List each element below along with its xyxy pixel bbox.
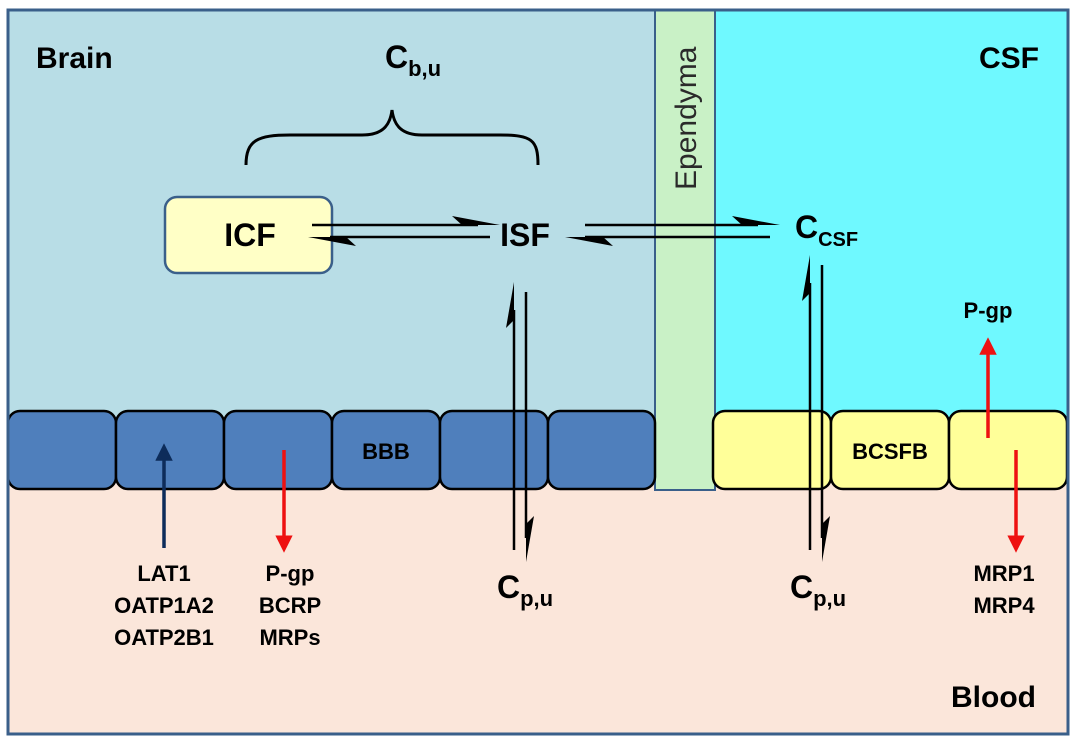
icf-label: ICF bbox=[224, 217, 276, 253]
csf-region bbox=[714, 10, 1068, 450]
bbb-label: BBB bbox=[362, 439, 410, 464]
c-pu-right-label: Cp,u bbox=[790, 569, 846, 611]
influx-transporter-list: LAT1 OATP1A2 OATP2B1 bbox=[114, 561, 214, 650]
curly-brace bbox=[244, 109, 540, 166]
transporter-label: LAT1 bbox=[137, 561, 190, 586]
csf-label: CSF bbox=[979, 42, 1039, 75]
bbb-cell bbox=[438, 409, 550, 491]
bbb-cell-layer bbox=[6, 409, 657, 491]
transporter-label: MRP1 bbox=[973, 561, 1034, 586]
bbb-cell bbox=[114, 409, 226, 491]
outer-frame bbox=[6, 8, 1070, 736]
icf-box bbox=[163, 195, 334, 275]
c-bu-label: Cb,u bbox=[385, 39, 441, 81]
csf-transporter-label: P-gp bbox=[964, 298, 1013, 323]
ependyma-label: Ependyma bbox=[670, 46, 703, 190]
blood-region bbox=[8, 450, 1068, 734]
blood-transporter-list: MRP1 MRP4 bbox=[973, 561, 1035, 618]
ependyma-band bbox=[654, 9, 716, 491]
icf-isf-equilibrium-arrow bbox=[308, 216, 500, 246]
transporter-label: BCRP bbox=[259, 593, 321, 618]
transporter-label: OATP2B1 bbox=[114, 625, 214, 650]
efflux-transporter-list: P-gp BCRP MRPs bbox=[259, 561, 321, 650]
transporter-label: OATP1A2 bbox=[114, 593, 214, 618]
bcsfb-label: BCSFB bbox=[852, 439, 928, 464]
isf-label: ISF bbox=[500, 217, 550, 253]
transporter-label: P-gp bbox=[266, 561, 315, 586]
blood-label: Blood bbox=[951, 681, 1036, 714]
bbb-cell bbox=[222, 409, 334, 491]
isf-csf-equilibrium-arrow bbox=[565, 216, 780, 246]
transporter-label: MRPs bbox=[259, 625, 320, 650]
bbb-cell bbox=[6, 409, 118, 491]
transporter-label: MRP4 bbox=[973, 593, 1035, 618]
brain-label: Brain bbox=[36, 42, 113, 75]
bcsfb-cell-layer bbox=[711, 409, 1069, 491]
bcsfb-cell bbox=[711, 409, 833, 491]
c-csf-label: CCSF bbox=[795, 209, 858, 251]
c-pu-left-label: Cp,u bbox=[497, 569, 553, 611]
csf-plasma-equilibrium-arrow bbox=[802, 255, 830, 562]
bcsfb-cell bbox=[947, 409, 1069, 491]
bbb-cell bbox=[546, 409, 657, 491]
isf-plasma-equilibrium-arrow bbox=[506, 282, 534, 562]
